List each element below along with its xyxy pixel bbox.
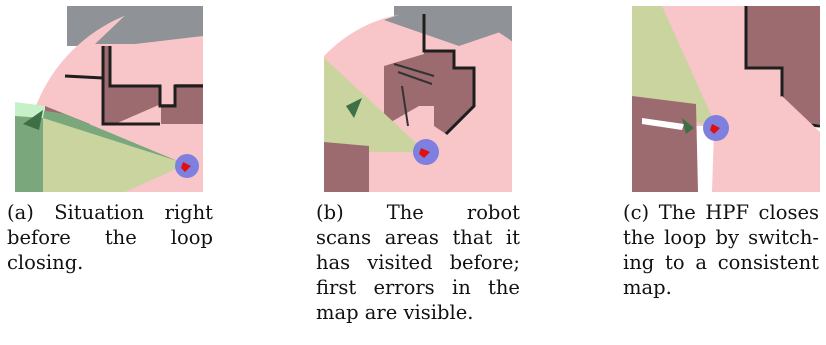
map-image-b <box>324 6 512 192</box>
caption-a: (a) Situation right before the loop closing. <box>7 200 213 275</box>
caption-word: the <box>488 276 520 299</box>
caption-c-line-4: map. <box>623 276 672 299</box>
caption-word: closes <box>758 201 819 224</box>
caption-word: by <box>715 226 739 249</box>
caption-word: visited <box>367 251 433 274</box>
caption-b-line-1: (b) The robot <box>316 200 520 225</box>
caption-word: loop <box>170 226 213 249</box>
caption-word: before; <box>449 251 520 274</box>
caption-b-line-5: map are visible. <box>316 301 474 324</box>
caption-word: errors <box>373 276 435 299</box>
caption-word: (b) <box>316 201 344 224</box>
map-image-a <box>15 6 203 192</box>
caption-word: it <box>505 226 520 249</box>
caption-word: that <box>452 226 493 249</box>
caption-word: areas <box>384 226 439 249</box>
caption-b-line-3: has visited before; <box>316 250 520 275</box>
caption-word: the <box>104 226 137 249</box>
caption-word: to <box>665 251 685 274</box>
map-illustration-c <box>632 6 820 192</box>
caption-word: before <box>7 226 71 249</box>
caption-a-line-1: (a) Situation right <box>7 200 213 225</box>
caption-word: first <box>316 276 357 299</box>
caption-word: scans <box>316 226 372 249</box>
caption-word: (a) <box>7 201 34 224</box>
caption-a-line-2: before the loop <box>7 225 213 250</box>
caption-word: (c) <box>623 201 650 224</box>
caption-word: consistent <box>717 251 819 274</box>
map-image-c <box>632 6 820 192</box>
caption-word: robot <box>466 201 520 224</box>
caption-word: in <box>451 276 471 299</box>
caption-word: ing <box>623 251 655 274</box>
caption-word: The <box>658 201 696 224</box>
caption-word: switch- <box>748 226 819 249</box>
caption-word: HPF <box>705 201 749 224</box>
caption-word: Situation <box>54 201 145 224</box>
caption-a-line-3: closing. <box>7 251 84 274</box>
caption-word: right <box>164 201 213 224</box>
caption-word: the <box>623 226 655 249</box>
caption-word: has <box>316 251 351 274</box>
map-illustration-a <box>15 6 203 192</box>
caption-c-line-1: (c) The HPF closes <box>623 200 819 225</box>
map-illustration-b <box>324 6 512 192</box>
caption-word: The <box>386 201 424 224</box>
caption-word: a <box>695 251 707 274</box>
caption-word: loop <box>664 226 707 249</box>
